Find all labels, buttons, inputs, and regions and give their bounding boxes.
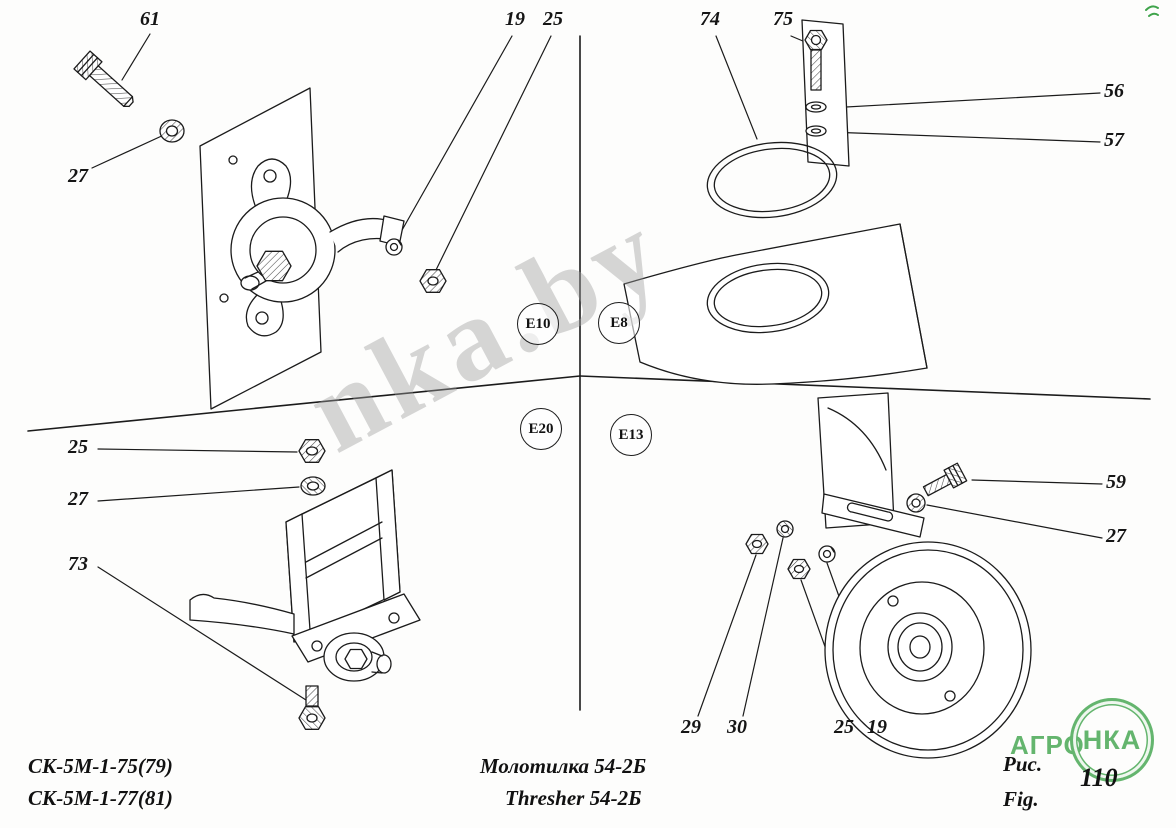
support-arm-drawing xyxy=(189,593,295,635)
callout-27-br: 27 xyxy=(1106,525,1126,547)
callout-27-tl: 27 xyxy=(68,165,88,187)
washer-56-drawing xyxy=(805,101,827,113)
fig-number: 110 xyxy=(1080,763,1118,792)
callout-74: 74 xyxy=(700,8,720,30)
leader-lines xyxy=(91,33,1103,717)
bearing-flange-drawing xyxy=(230,158,336,337)
callout-30: 30 xyxy=(727,716,747,738)
zone-label-e10: E10 xyxy=(517,303,559,345)
callout-19-tl: 19 xyxy=(505,8,525,30)
callout-61: 61 xyxy=(140,8,160,30)
nut-29-drawing xyxy=(745,533,769,555)
nut-25-br-drawing xyxy=(787,558,811,580)
bolt-73-drawing xyxy=(298,685,326,730)
logo-agro-nka: АГРО НКА xyxy=(1010,696,1174,788)
assembly-top-left xyxy=(73,50,447,410)
washer-27-br-drawing xyxy=(906,493,926,513)
callout-75: 75 xyxy=(773,8,793,30)
arm-fork-drawing xyxy=(329,215,405,253)
assembly-bottom-right xyxy=(745,392,1032,759)
panel-sheet-drawing xyxy=(623,223,928,385)
callout-25-tl: 25 xyxy=(543,8,563,30)
bolt-61-drawing xyxy=(73,50,134,108)
washer-27-tl-drawing xyxy=(159,119,185,143)
model-code-1: СК-5М-1-75(79) xyxy=(28,754,173,778)
callout-59: 59 xyxy=(1106,471,1126,493)
assembly-bottom-left xyxy=(189,439,421,730)
title-ru: Молотилка 54-2Б xyxy=(480,754,647,778)
callout-25-bl: 25 xyxy=(68,436,88,458)
bolt-75-drawing xyxy=(804,29,828,91)
callout-56: 56 xyxy=(1104,80,1124,102)
gasket-ring-74-drawing xyxy=(706,141,838,219)
callout-19-br: 19 xyxy=(867,716,887,738)
lock-washer-19-drawing xyxy=(385,238,403,256)
nut-25-tl-drawing xyxy=(419,269,447,293)
washer-57-drawing xyxy=(805,125,827,137)
callout-57: 57 xyxy=(1104,129,1124,151)
logo-ring: НКА xyxy=(1070,698,1154,782)
callout-73: 73 xyxy=(68,553,88,575)
divider-lines xyxy=(27,35,1151,711)
zone-label-e8: E8 xyxy=(598,302,640,344)
zone-label-e20: E20 xyxy=(520,408,562,450)
fig-label-ru: Рис. xyxy=(1003,752,1043,776)
nut-25-bl-drawing xyxy=(298,439,326,463)
washer-27-bl-drawing xyxy=(300,476,326,496)
lock-washer-19-br-drawing xyxy=(818,545,836,563)
pulley-bracket-drawing xyxy=(817,392,925,538)
callout-29: 29 xyxy=(681,716,701,738)
corner-mark xyxy=(1145,5,1159,17)
bolt-59-drawing xyxy=(922,462,968,497)
callout-25-br: 25 xyxy=(834,716,854,738)
title-en: Thresher 54-2Б xyxy=(505,786,642,810)
bearing-base-drawing xyxy=(291,593,421,682)
callout-27-bl: 27 xyxy=(68,488,88,510)
zone-label-e13: E13 xyxy=(610,414,652,456)
logo-word-nka: НКА xyxy=(1082,724,1142,755)
assembly-top-right xyxy=(623,19,928,385)
washer-30-drawing xyxy=(776,520,794,538)
model-code-2: СК-5М-1-77(81) xyxy=(28,786,173,810)
pulley-drawing xyxy=(824,541,1032,759)
fig-label-en: Fig. xyxy=(1003,787,1039,811)
channel-bracket-drawing xyxy=(285,469,401,643)
